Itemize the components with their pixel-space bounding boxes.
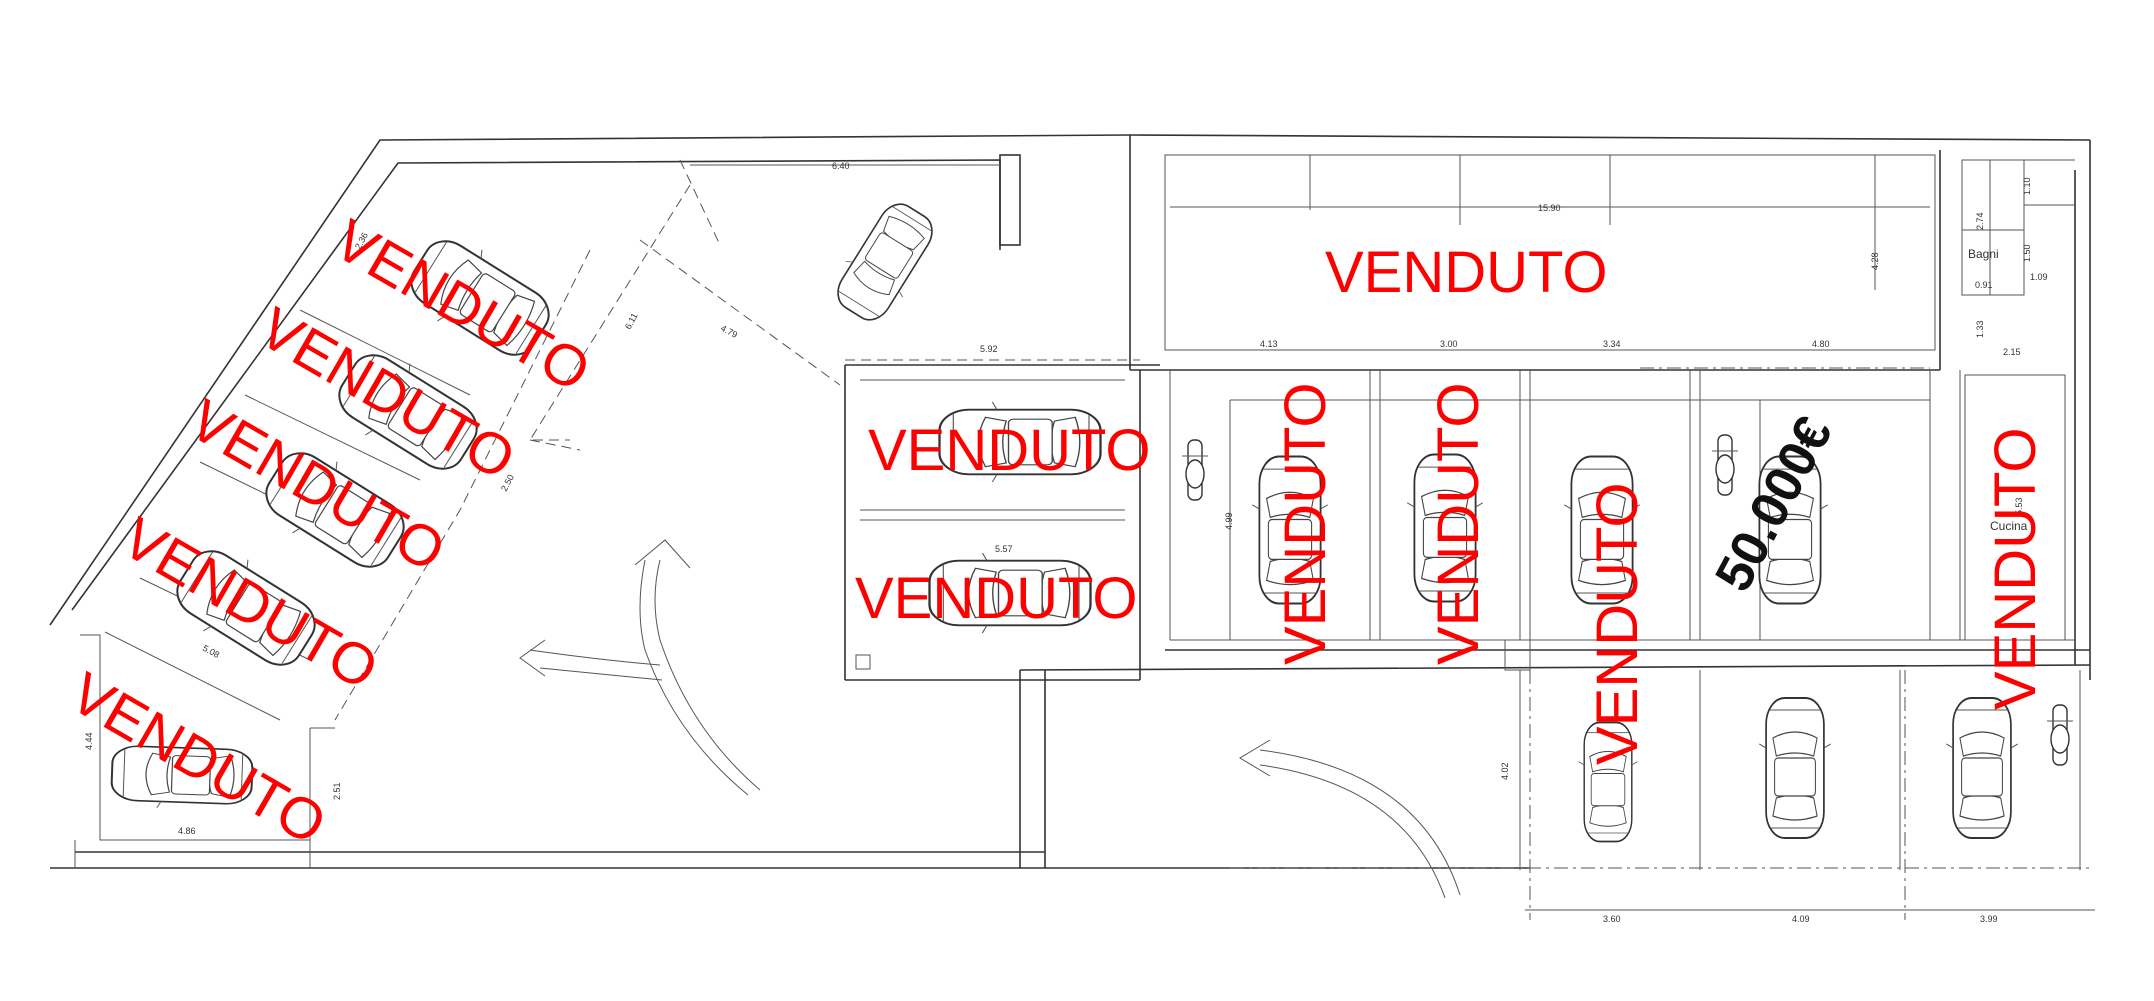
sold-stamp-row-2: VENDUTO [855,566,1138,631]
building-walls [49,134,2095,911]
motorbike-1 [1181,439,1209,501]
dim-bath-b: 1.10 [2022,177,2032,195]
dim-bath-a: 2.74 [1975,212,1985,230]
dim-diag-a: 6.11 [623,311,640,331]
dim-diag-b: 4.79 [719,323,739,340]
room-kitchen: Cucina [1990,519,2028,533]
dim-upper-hall: 15.90 [1538,203,1561,213]
sold-stamp-kitchen: VENDUTO [1983,427,2048,710]
dim-right-h: 4.28 [1870,252,1880,270]
sold-stamp-bay-1: VENDUTO [1273,382,1338,665]
dim-slant-b: 5.08 [201,643,221,660]
dim-side-a: 1.33 [1975,320,1985,338]
dim-lower-c: 3.99 [1980,914,1998,924]
dashed-lines [334,159,2090,920]
car-lower-3 [1945,697,2019,839]
dim-kitchen-depth: 5.53 [2014,497,2024,515]
dim-lower-a: 3.60 [1603,914,1621,924]
motorbike-3 [2046,704,2074,766]
dim-bay-c: 3.34 [1603,339,1621,349]
traffic-arrows [519,539,1461,899]
dim-left-c: 2.51 [332,782,342,800]
motorbike-2 [1711,434,1739,496]
dim-left-b: 4.86 [178,826,196,836]
sold-stamp-bay-3: VENDUTO [1585,482,1650,765]
dim-car-mid: 5.57 [995,544,1013,554]
dim-left-a: 4.44 [84,732,94,750]
sold-stamp-row-1: VENDUTO [868,418,1151,483]
dimension-labels: 6.40 15.90 4.28 2.74 1.10 1.50 1.09 0.91… [84,161,2048,924]
sold-stamp-left-bay: VENDUTO [60,660,337,858]
dim-bath-d: 1.09 [2030,272,2048,282]
dim-bay-d: 4.80 [1812,339,1830,349]
dim-bay-row-w: 5.92 [980,344,998,354]
dim-top-width: 6.40 [832,161,850,171]
dim-bay-a: 4.13 [1260,339,1278,349]
dim-side-b: 2.15 [2003,347,2021,357]
sold-stamp-upper-hall: VENDUTO [1325,240,1608,305]
car-lower-2 [1758,697,1832,839]
dim-bay-depth: 4.99 [1224,512,1234,530]
sold-stamp-bay-2: VENDUTO [1426,382,1491,665]
dim-lower-b: 4.09 [1792,914,1810,924]
dim-bath-c: 1.50 [2022,244,2032,262]
dim-bath-e: 0.91 [1975,280,1993,290]
room-bathrooms: Bagni [1968,247,1999,261]
dim-bay-b: 3.00 [1440,339,1458,349]
sold-stamps: VENDUTO VENDUTO VENDUTO VENDUTO VENDUTO … [60,207,2049,858]
car-top-angled [824,192,946,332]
dim-lower-depth: 4.02 [1500,762,1510,780]
